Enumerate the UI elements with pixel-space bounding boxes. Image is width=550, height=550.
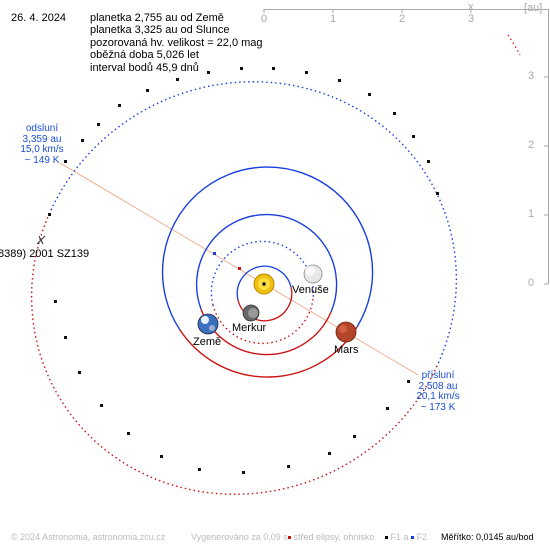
focus-f2-marker: [213, 252, 216, 255]
aphelion-title: odsluní: [25, 123, 59, 134]
orbit-marker: [328, 452, 331, 455]
perihelion-temperature: ~ 173 K: [420, 401, 456, 413]
venus-planet: [303, 264, 323, 284]
footer-generated: Vygenerováno za 0,09 s: [191, 532, 288, 542]
footer-legend-center: střed elipsy, ohnisko: [288, 532, 374, 542]
info-line-period: oběžná doba 5,026 let: [90, 49, 199, 62]
outer-arc-segment: [507, 34, 521, 56]
y-tick-label-3: 3: [528, 70, 535, 82]
legend-f1-text: F1 a: [390, 532, 409, 542]
orbit-marker: [100, 404, 103, 407]
orbit-marker: [198, 468, 201, 471]
x-axis-label: x: [468, 1, 474, 13]
info-block: planetka 2,755 au od Země planetka 3,325…: [90, 12, 263, 74]
y-tick-label-2: 2: [528, 139, 535, 151]
mars-orbit-above: [161, 166, 374, 331]
orbit-marker: [353, 435, 356, 438]
x-tick-label-1: 1: [330, 13, 337, 25]
ellipse-center-marker: [238, 267, 241, 270]
x-tick-label-3: 3: [468, 13, 475, 25]
mercury-planet: [242, 304, 260, 322]
asteroid-name-label: 8389) 2001 SZ139: [0, 248, 90, 260]
earth-planet: [197, 313, 219, 335]
orbit-marker: [146, 89, 149, 92]
info-line-interval: interval bodů 45,9 dnů: [90, 61, 199, 74]
orbit-marker: [427, 160, 430, 163]
perihelion-title: přísluní: [421, 370, 455, 381]
orbit-marker: [242, 471, 245, 474]
orbit-marker: [64, 336, 67, 339]
unit-label: [au]: [524, 2, 543, 14]
orbit-marker: [176, 78, 179, 81]
orbit-marker: [78, 371, 81, 374]
orbit-marker: [97, 123, 100, 126]
asteroid-marker: [36, 235, 46, 245]
footer-scale: Měřítko: 0,0145 au/bod: [441, 532, 534, 542]
mars-orbit-below: [179, 326, 358, 378]
info-line-magnitude: pozorovaná hv. velikost = 22,0 mag: [90, 36, 263, 49]
orbit-marker: [118, 104, 121, 107]
center-swatch-icon: [288, 536, 291, 540]
orbit-marker: [240, 67, 243, 70]
asteroid-orbit-markers: [48, 67, 439, 474]
axis-lines: [263, 9, 549, 285]
orbit-marker: [207, 71, 210, 74]
footer-legend-foci: F1 a F2: [385, 532, 427, 542]
x-tick-label-0: 0: [261, 13, 268, 25]
earth-orbit-above: [195, 213, 338, 313]
orbit-marker: [64, 160, 67, 163]
orbit-marker: [81, 139, 84, 142]
legend-f2-text: F2: [416, 532, 428, 542]
mars-planet: [335, 321, 357, 343]
asteroid-orbit-below: [30, 209, 438, 496]
date-label: 26. 4. 2024: [11, 12, 67, 24]
footer-copyright: © 2024 Astronomia, astronomia.zcu.cz: [11, 532, 166, 542]
orbit-marker: [54, 300, 57, 303]
y-tick-label-0: 0: [528, 277, 535, 289]
legend-center-text: střed elipsy, ohnisko: [293, 532, 375, 542]
orbit-marker: [393, 112, 396, 115]
venus-label: Venuše: [292, 284, 329, 296]
mercury-orbit-above: [236, 265, 292, 301]
y-tick-label-1: 1: [528, 208, 535, 220]
orbit-marker: [338, 79, 341, 82]
f1-swatch-icon: [385, 536, 388, 540]
asteroid-orbit-above: [50, 80, 458, 367]
aphelion-distance: 3,359 au: [22, 133, 62, 145]
sun: [253, 273, 275, 295]
orbit-marker: [386, 407, 389, 410]
aphelion-temperature: ~ 149 K: [24, 154, 60, 166]
orbit-marker: [412, 135, 415, 138]
orbit-marker: [48, 213, 51, 216]
perihelion-distance: 2,508 au: [418, 380, 458, 392]
orbit-marker: [287, 465, 290, 468]
aphelion-label: odsluní 3,359 au 15,0 km/s ~ 149 K: [14, 123, 70, 166]
mars-label: Mars: [334, 344, 359, 356]
perihelion-speed: 20,1 km/s: [416, 391, 460, 402]
earth-label: Země: [193, 336, 222, 348]
perihelion-label: přísluní 2,508 au 20,1 km/s ~ 173 K: [410, 370, 466, 413]
orbit-marker: [368, 93, 371, 96]
mercury-orbit-below: [237, 286, 293, 322]
mercury-label: Merkur: [232, 322, 267, 334]
info-line-sun-distance: planetka 3,325 au od Slunce: [90, 24, 230, 37]
orbit-marker: [160, 455, 163, 458]
orbit-marker: [272, 67, 275, 70]
orbit-marker: [305, 71, 308, 74]
aphelion-speed: 15,0 km/s: [20, 144, 64, 155]
info-line-earth-distance: planetka 2,755 au od Země: [90, 12, 224, 24]
f2-swatch-icon: [411, 536, 415, 540]
orbit-marker: [127, 432, 130, 435]
orbit-marker: [407, 380, 410, 383]
x-tick-label-2: 2: [399, 13, 406, 25]
orbit-marker: [436, 192, 439, 195]
